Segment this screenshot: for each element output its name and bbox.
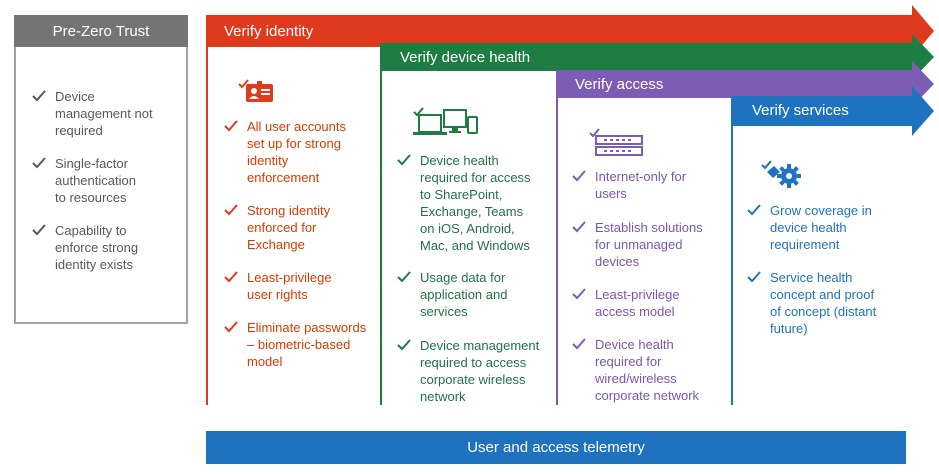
checkmark-icon: [572, 288, 586, 300]
checkmark-icon: [397, 339, 411, 351]
device-health-item: Device health required for access to Sha…: [397, 152, 531, 254]
identity-item: All user accounts set up for strong iden…: [224, 118, 346, 186]
checkmark-icon: [224, 204, 238, 216]
stage-title-services: Verify services: [752, 102, 849, 119]
checkmark-icon: [572, 221, 586, 233]
pre-zero-item: Capability to enforce strong identity ex…: [32, 222, 138, 273]
stage-title-identity: Verify identity: [224, 23, 314, 40]
identity-item-text: All user accounts set up for strong iden…: [247, 119, 346, 185]
access-column-border: [556, 98, 558, 405]
devices-icon: [413, 107, 478, 135]
checkmark-icon: [224, 120, 238, 132]
device-health-item: Usage data for application and services: [397, 269, 507, 320]
pre-zero-item-text: Device management not required: [55, 89, 153, 138]
checkmark-icon: [397, 154, 411, 166]
pre-zero-item-text: Capability to enforce strong identity ex…: [55, 223, 139, 272]
checkmark-icon: [572, 170, 586, 182]
pre-zero-item: Single-factor authentication to resource…: [32, 155, 136, 206]
access-item-text: Device health required for wired/wireles…: [595, 337, 700, 403]
checkmark-icon: [224, 271, 238, 283]
pre-zero-item: Device management not required: [32, 88, 153, 139]
pre-zero-item-text: Single-factor authentication to resource…: [55, 156, 136, 205]
checkmark-icon: [32, 157, 46, 169]
verify-device-health-arrow: [380, 34, 934, 80]
checkmark-icon: [32, 224, 46, 236]
stage-title-device-health: Verify device health: [400, 49, 531, 66]
gear-check-icon: [761, 160, 801, 188]
checkmark-icon: [747, 204, 761, 216]
checkmark-icon: [572, 338, 586, 350]
access-item-text: Establish solutions for unmanaged device…: [595, 220, 703, 269]
services-item-text: Grow coverage in device health requireme…: [770, 203, 872, 252]
access-item: Device health required for wired/wireles…: [572, 336, 699, 404]
stage-title-access: Verify access: [575, 76, 664, 93]
checkmark-icon: [224, 321, 238, 333]
identity-column-border: [206, 47, 208, 405]
id-badge-icon: [238, 79, 273, 102]
access-item: Least-privilege access model: [572, 286, 680, 320]
identity-item: Eliminate passwords – biometric-based mo…: [224, 319, 366, 370]
access-item-text: Internet-only for users: [595, 169, 687, 201]
checkmark-icon: [32, 90, 46, 102]
network-switch-icon: [589, 128, 643, 156]
device-health-item: Device management required to access cor…: [397, 337, 539, 405]
device-health-item-text: Device management required to access cor…: [420, 338, 540, 404]
access-item: Internet-only for users: [572, 168, 686, 202]
services-item-text: Service health concept and proof of conc…: [770, 270, 877, 336]
access-item: Establish solutions for unmanaged device…: [572, 219, 703, 270]
pre-zero-trust-header: Pre-Zero Trust: [14, 15, 188, 47]
checkmark-icon: [747, 271, 761, 283]
services-item: Service health concept and proof of conc…: [747, 269, 876, 337]
telemetry-bar: User and access telemetry: [206, 431, 906, 464]
identity-item-text: Least-privilege user rights: [247, 270, 332, 302]
device-health-item-text: Usage data for application and services: [420, 270, 508, 319]
device-column-border: [380, 71, 382, 405]
identity-item: Least-privilege user rights: [224, 269, 332, 303]
device-health-item-text: Device health required for access to Sha…: [420, 153, 531, 253]
access-item-text: Least-privilege access model: [595, 287, 680, 319]
verify-access-arrow: [556, 61, 934, 107]
checkmark-icon: [397, 271, 411, 283]
verify-services-arrow: [731, 86, 934, 136]
identity-item-text: Eliminate passwords – biometric-based mo…: [247, 320, 367, 369]
identity-item: Strong identity enforced for Exchange: [224, 202, 330, 253]
services-column-border: [731, 126, 733, 405]
identity-item-text: Strong identity enforced for Exchange: [247, 203, 331, 252]
services-item: Grow coverage in device health requireme…: [747, 202, 872, 253]
